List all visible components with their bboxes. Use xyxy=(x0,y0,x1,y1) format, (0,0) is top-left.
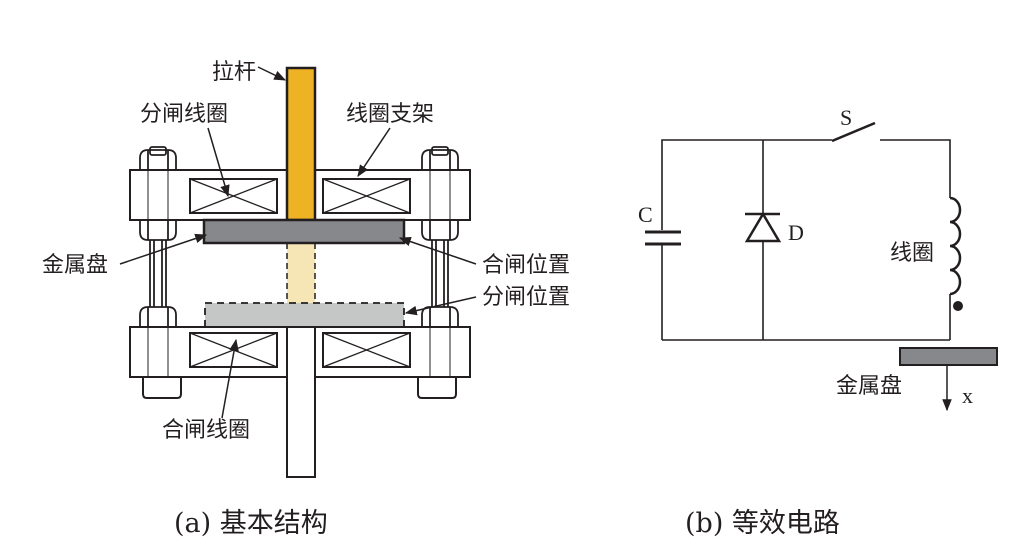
circuit-metal-disk xyxy=(899,347,998,366)
wire-top-left xyxy=(661,139,832,230)
leader-lines xyxy=(119,66,477,419)
caption-panel-b: (b) 等效电路 xyxy=(685,508,840,539)
pull-rod-ghost xyxy=(287,243,315,303)
wire-top-right xyxy=(880,139,951,198)
pull-rod xyxy=(285,66,317,222)
label-opening-coil: 分闸线圈 xyxy=(140,102,228,127)
label-circuit-metal-disk: 金属盘 xyxy=(836,374,902,399)
panel-b-circuit xyxy=(645,121,998,412)
metal-disk-open-position xyxy=(205,303,404,327)
label-capacitor-c: C xyxy=(638,202,653,227)
label-closing-coil: 合闸线圈 xyxy=(162,418,250,443)
metal-disk-closed-position xyxy=(202,218,406,245)
label-pull-rod: 拉杆 xyxy=(212,60,256,85)
caption-panel-a: (a) 基本结构 xyxy=(174,508,328,539)
panel-a-structure xyxy=(119,66,477,478)
capacitor-c xyxy=(645,230,681,246)
label-metal-disk: 金属盘 xyxy=(42,253,108,278)
label-coil-holder: 线圈支架 xyxy=(346,102,434,127)
right-bolt xyxy=(417,146,459,399)
switch-s xyxy=(831,121,876,143)
upper-coil-holder xyxy=(129,169,471,221)
coil-inductor xyxy=(949,196,962,296)
pull-rod-lower xyxy=(286,326,316,478)
label-switch-s: S xyxy=(840,105,852,130)
left-bolt xyxy=(139,146,182,399)
diode-d xyxy=(744,211,782,243)
label-diode-d: D xyxy=(788,220,804,245)
label-coil: 线圈 xyxy=(890,241,934,266)
lower-coil-holder xyxy=(129,326,471,378)
label-opening-position: 分闸位置 xyxy=(482,285,570,310)
coil-polarity-dot xyxy=(953,301,963,311)
label-displacement-x: x xyxy=(962,383,973,408)
label-closing-position: 合闸位置 xyxy=(482,253,570,278)
